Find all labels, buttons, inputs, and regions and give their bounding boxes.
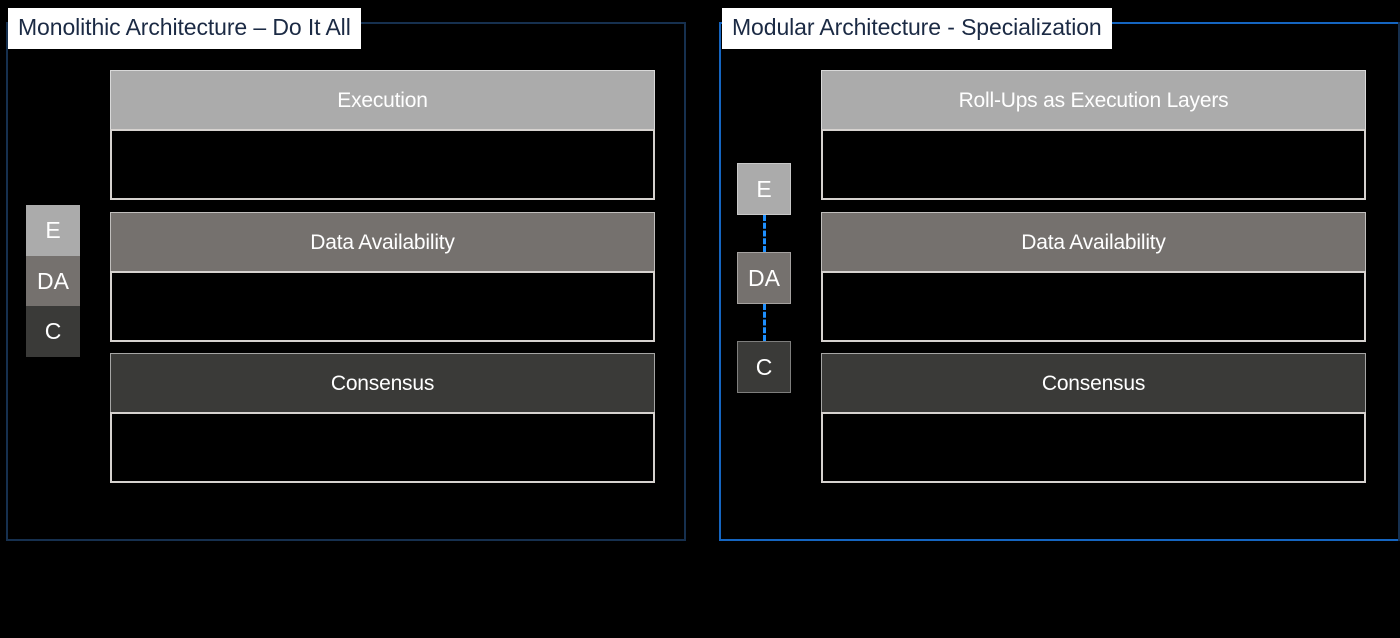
layer-data-availability: Data Availability <box>821 212 1366 342</box>
monolithic-badge-stack: E DA C <box>26 205 80 358</box>
layer-rollups-body <box>821 129 1366 200</box>
badge-execution: E <box>26 205 80 256</box>
layer-data-availability-label: Data Availability <box>821 212 1366 271</box>
layer-execution-label: Execution <box>110 70 655 129</box>
layer-execution: Execution <box>110 70 655 200</box>
layer-execution-body <box>110 129 655 200</box>
modular-badge-stack: E DA C <box>737 163 791 393</box>
panel-monolithic-title: Monolithic Architecture – Do It All <box>8 8 361 49</box>
badge-consensus: C <box>26 306 80 358</box>
layer-data-availability-body <box>110 271 655 342</box>
layer-rollups: Roll-Ups as Execution Layers <box>821 70 1366 200</box>
layer-consensus-label: Consensus <box>821 353 1366 412</box>
connector-execution-to-data-availability <box>763 215 766 252</box>
layer-consensus: Consensus <box>821 353 1366 483</box>
layer-data-availability-body <box>821 271 1366 342</box>
layer-consensus: Consensus <box>110 353 655 483</box>
connector-data-availability-to-consensus <box>763 304 766 341</box>
panel-modular-title: Modular Architecture - Specialization <box>722 8 1112 49</box>
badge-execution: E <box>737 163 791 215</box>
badge-data-availability: DA <box>737 252 791 304</box>
badge-data-availability: DA <box>26 255 80 307</box>
layer-data-availability: Data Availability <box>110 212 655 342</box>
layer-rollups-label: Roll-Ups as Execution Layers <box>821 70 1366 129</box>
layer-consensus-body <box>821 412 1366 483</box>
layer-consensus-body <box>110 412 655 483</box>
layer-data-availability-label: Data Availability <box>110 212 655 271</box>
badge-consensus: C <box>737 341 791 393</box>
layer-consensus-label: Consensus <box>110 353 655 412</box>
